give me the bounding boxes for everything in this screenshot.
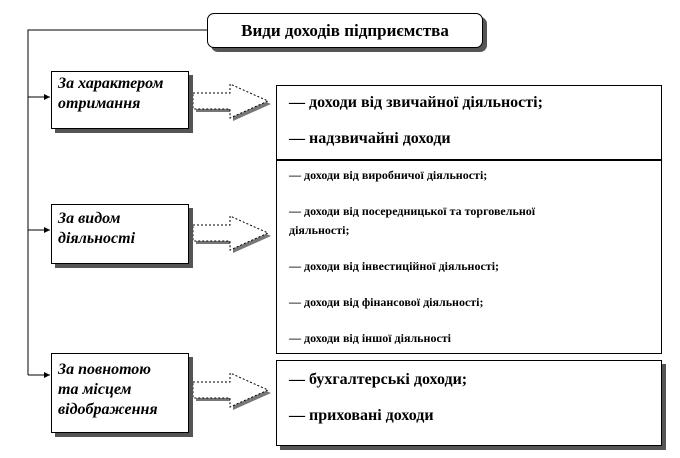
category-box-2: За видом діяльності — [51, 204, 189, 264]
item-2-2: — доходи від посередницької та торговель… — [289, 204, 536, 218]
category-2-line-1: За видом — [58, 210, 121, 227]
category-2-line-2: діяльності — [58, 230, 136, 247]
branch-arrowhead-2 — [44, 227, 50, 233]
item-3-1: — бухгалтерські доходи; — [289, 371, 468, 388]
item-1-1: — доходи від звичайної діяльності; — [289, 94, 543, 111]
category-3-line-2: та місцем — [58, 381, 132, 398]
category-1-line-2: отримання — [58, 95, 141, 112]
category-1-line-1: За характером — [58, 75, 164, 92]
item-1-2: — надзвичайні доходи — [289, 130, 451, 147]
category-3-line-1: За повнотою — [58, 361, 151, 378]
item-2-3: — доходи від інвестиційної діяльності; — [289, 259, 500, 273]
block-arrow-2 — [192, 215, 271, 253]
spine-connector — [27, 29, 207, 375]
diagram-title: Види доходів підприємства — [207, 13, 483, 48]
item-2-5: — доходи від іншої діяльності — [289, 331, 451, 345]
category-box-1: За характером отримання — [51, 71, 189, 129]
block-arrow-1 — [192, 83, 271, 121]
branch-arrowhead-1 — [44, 94, 50, 100]
items-panel-3: — бухгалтерські доходи; — приховані дохо… — [276, 360, 662, 446]
item-2-4: — доходи від фінансової діяльності; — [289, 295, 484, 309]
items-panel-2: — доходи від виробничої діяльності; — до… — [276, 160, 662, 354]
branch-arrowhead-3 — [44, 372, 50, 378]
item-3-2: — приховані доходи — [289, 407, 434, 424]
item-2-2-cont: діяльності; — [289, 223, 350, 237]
category-box-3: За повнотою та місцем відображення — [51, 353, 189, 433]
items-panel-1: — доходи від звичайної діяльності; — над… — [276, 85, 662, 160]
item-2-1: — доходи від виробничої діяльності; — [289, 168, 488, 182]
category-3-line-3: відображення — [58, 401, 158, 418]
block-arrow-3 — [192, 372, 271, 410]
